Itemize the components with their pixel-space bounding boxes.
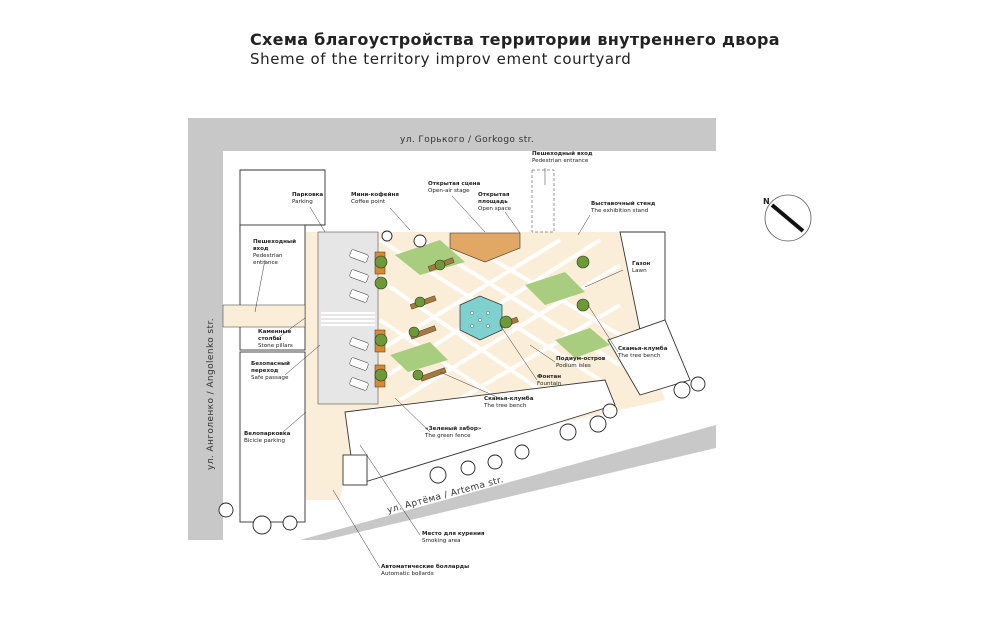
label-safe-passage-en: Safe passage	[251, 375, 289, 381]
label-exhibition-en: The exhibition stand	[590, 208, 649, 214]
leader-lines	[254, 168, 624, 569]
title-ru: Схема благоустройства территории внутрен…	[250, 30, 780, 49]
label-pedestrian-top-ru: Пешеходный вход	[532, 150, 593, 157]
label-tree-bench-center-en: The tree bench	[483, 403, 527, 409]
label-open-space-ru2: площадь	[478, 199, 508, 205]
label-stone-pillars-ru1: Каменные	[258, 329, 292, 335]
label-pedestrian-left-en2: entrance	[253, 260, 279, 266]
street-trees	[218, 230, 706, 535]
label-pedestrian-left-ru1: Пешеходный	[253, 238, 296, 245]
label-exhibition-ru: Выставочный стенд	[591, 200, 656, 207]
label-parking-en: Parking	[292, 199, 313, 205]
label-stage-ru: Открытая сцена	[428, 181, 481, 187]
label-lawn-en: Lawn	[632, 268, 647, 274]
lawn-1	[395, 240, 465, 275]
courtyard-trees	[374, 255, 590, 382]
north-letter: N	[763, 197, 770, 206]
label-bollards-ru: Автоматические болларды	[381, 563, 469, 570]
label-fountain-en: Fountain	[537, 381, 562, 387]
crosswalk	[321, 312, 375, 326]
building-left-1	[239, 224, 306, 351]
building-left-2	[239, 351, 306, 523]
label-pedestrian-left-ru2: вход	[253, 246, 269, 252]
label-green-fence-en: The green fence	[424, 433, 471, 439]
open-air-stage	[449, 232, 521, 263]
lawn-2	[525, 272, 585, 305]
smoking-pavilion	[342, 454, 368, 486]
label-green-fence-ru: «Зеленый забор»	[425, 425, 482, 432]
lawn-4	[555, 328, 610, 358]
title-en: Sheme of the territory improv ement cour…	[250, 50, 632, 68]
north-arrow: N	[763, 194, 812, 242]
label-bollards-en: Automatic bollards	[381, 571, 434, 577]
label-lawn-ru: Газон	[632, 261, 650, 267]
label-tree-bench-right-ru: Скамья-клумба	[618, 345, 668, 352]
label-podium-ru: Подиум-остров	[556, 356, 606, 362]
label-stone-pillars-en: Stone pillars	[258, 343, 293, 349]
label-smoking-ru: Место для курения	[422, 531, 485, 537]
street-label-gorkogo: ул. Горького / Gorkogo str.	[400, 135, 534, 145]
lawn-3	[390, 342, 448, 372]
label-pedestrian-top-en: Pedestrian entrance	[532, 158, 589, 164]
label-open-space-ru1: Открытая	[478, 192, 510, 198]
label-podium-en: Podium isles	[556, 363, 591, 369]
label-tree-bench-center-ru: Скамья-клумба	[484, 395, 534, 402]
label-coffee-en: Coffee point	[351, 199, 386, 205]
label-smoking-en: Smoking area	[422, 538, 461, 544]
entrance-passage-top	[531, 169, 555, 233]
label-stage-en: Open-air stage	[428, 188, 470, 194]
label-pedestrian-left-en1: Pedestrian	[253, 253, 283, 259]
building-right-angle	[607, 319, 691, 396]
label-parking-ru: Парковка	[292, 192, 323, 198]
label-bicycle-en: Bicicle parking	[244, 438, 285, 444]
street-label-angolenko: ул. Анголенко / Angolenko str.	[206, 318, 216, 470]
parking-cars	[349, 249, 369, 391]
label-coffee-ru: Мини-кофейня	[351, 191, 399, 198]
label-safe-passage-ru2: переход	[251, 368, 279, 374]
entrance-passage-left	[222, 304, 306, 328]
street-angolenko-strip	[188, 118, 223, 540]
fountain	[459, 295, 503, 341]
label-tree-bench-right-en: The tree bench	[617, 353, 661, 359]
label-fountain-ru: Фонтан	[537, 374, 561, 380]
label-bicycle-ru: Велопарковка	[244, 431, 291, 437]
label-safe-passage-ru1: Безопасный	[251, 360, 290, 367]
label-open-space-en: Open space	[478, 206, 512, 212]
fountain-jets	[470, 311, 490, 328]
label-stone-pillars-ru2: столбы	[258, 335, 281, 342]
